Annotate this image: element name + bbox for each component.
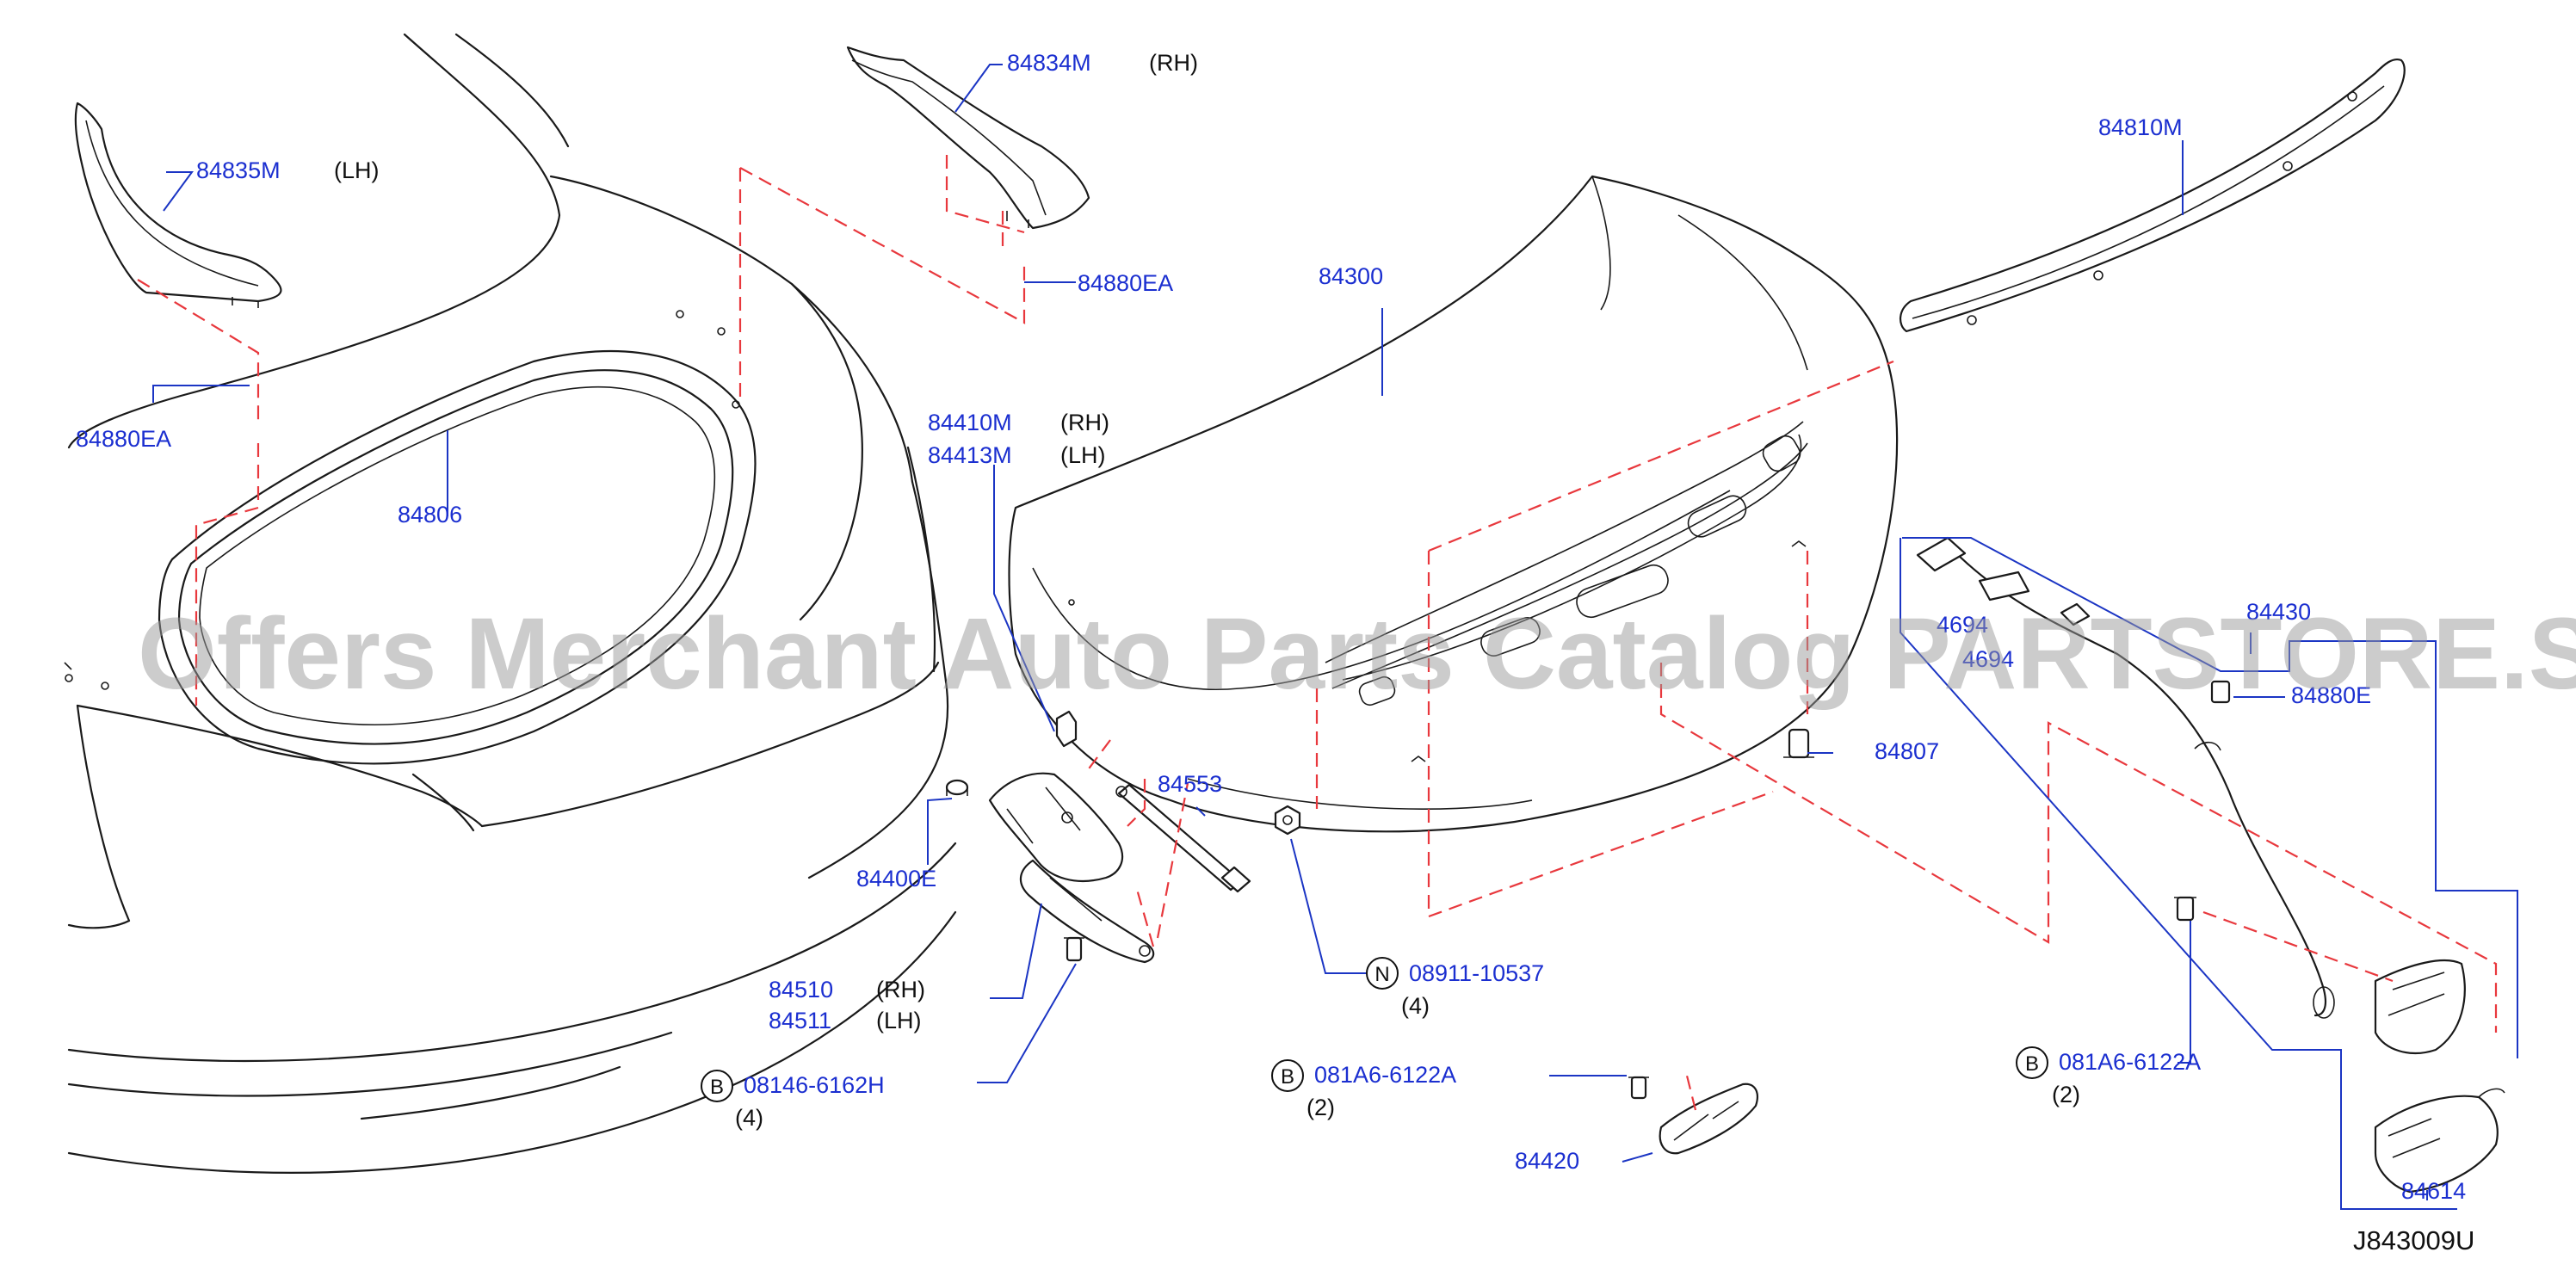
note-84413M: (LH) bbox=[1060, 442, 1106, 468]
assembly-dash-lines bbox=[137, 155, 2498, 1111]
label-081A6-6122A-right: 081A6-6122A bbox=[2059, 1049, 2201, 1075]
hinge-84510 bbox=[945, 772, 1155, 964]
note-84511: (LH) bbox=[876, 1008, 922, 1033]
weatherstrip-84806 bbox=[158, 349, 757, 765]
qty-081A6-6122A-mid: (2) bbox=[1307, 1095, 1335, 1120]
finisher-84834M bbox=[846, 46, 1090, 230]
bolt-marker-08146 bbox=[701, 1070, 733, 1102]
label-4694-a: 4694 bbox=[1937, 612, 1988, 638]
bolt-letter-081A6-right: B bbox=[2025, 1052, 2039, 1076]
label-84410M: 84410M bbox=[928, 410, 1012, 435]
label-84807: 84807 bbox=[1875, 738, 1939, 764]
label-84413M: 84413M bbox=[928, 442, 1012, 468]
nut-marker-08911 bbox=[1366, 957, 1399, 990]
part-labels: 84835M (LH) 84834M (RH) 84880EA 84880EA … bbox=[76, 50, 2466, 1204]
qty-081A6-6122A-right: (2) bbox=[2052, 1082, 2080, 1107]
striker-84420 bbox=[1628, 1076, 1758, 1155]
note-84510: (RH) bbox=[876, 977, 925, 1002]
label-84880E: 84880E bbox=[2291, 682, 2371, 708]
label-84614: 84614 bbox=[2401, 1178, 2466, 1204]
note-84410M: (RH) bbox=[1060, 410, 1109, 435]
cover-84614 bbox=[2374, 1088, 2505, 1194]
label-84420: 84420 bbox=[1515, 1148, 1579, 1174]
spoiler-84810M bbox=[1900, 58, 2406, 333]
bolt-letter-081A6-mid: B bbox=[1281, 1065, 1294, 1089]
clip-84807 bbox=[1783, 728, 1814, 759]
fastener-markers: B N B B bbox=[701, 957, 2048, 1102]
label-08146-6162H: 08146-6162H bbox=[744, 1072, 885, 1098]
gas-strut-84553 bbox=[1115, 783, 1251, 893]
rear-body-outline bbox=[64, 33, 957, 1174]
label-84835M: 84835M bbox=[196, 157, 281, 183]
nut-letter-08911: N bbox=[1374, 963, 1389, 986]
diagram-code: J843009U bbox=[2353, 1225, 2474, 1255]
label-84430: 84430 bbox=[2246, 599, 2311, 625]
nut-08911 bbox=[1274, 805, 1301, 836]
label-84300: 84300 bbox=[1319, 263, 1383, 289]
label-84834M: 84834M bbox=[1007, 50, 1091, 76]
bolt-marker-081A6-right bbox=[2016, 1046, 2048, 1079]
label-84880EA-top: 84880EA bbox=[1078, 270, 1173, 296]
label-081A6-6122A-mid: 081A6-6122A bbox=[1314, 1062, 1456, 1088]
label-84510: 84510 bbox=[769, 977, 833, 1002]
qty-08146-6162H: (4) bbox=[735, 1105, 763, 1131]
label-84511: 84511 bbox=[769, 1008, 831, 1033]
finisher-84835M bbox=[74, 102, 282, 308]
trunk-lock bbox=[2174, 896, 2466, 1054]
hinge-stopper bbox=[1055, 710, 1078, 748]
release-cable-84430 bbox=[1916, 536, 2335, 1019]
bolt-letter-08146: B bbox=[710, 1076, 724, 1099]
label-84806: 84806 bbox=[398, 502, 462, 527]
label-84400E: 84400E bbox=[856, 866, 936, 891]
label-4694-b: 4694 bbox=[1962, 646, 2014, 672]
label-84553: 84553 bbox=[1158, 771, 1222, 797]
bolt-marker-081A6-mid bbox=[1271, 1059, 1304, 1092]
label-84810M: 84810M bbox=[2098, 114, 2183, 140]
note-84835M: (LH) bbox=[334, 157, 380, 183]
qty-08911-10537: (4) bbox=[1401, 993, 1430, 1019]
label-08911-10537: 08911-10537 bbox=[1409, 960, 1544, 986]
watermark: Offers Merchant Auto Parts Catalog PARTS… bbox=[138, 597, 2576, 711]
leader-lines bbox=[152, 64, 2518, 1210]
label-84880EA-left: 84880EA bbox=[76, 426, 171, 452]
note-84834M: (RH) bbox=[1149, 50, 1198, 76]
